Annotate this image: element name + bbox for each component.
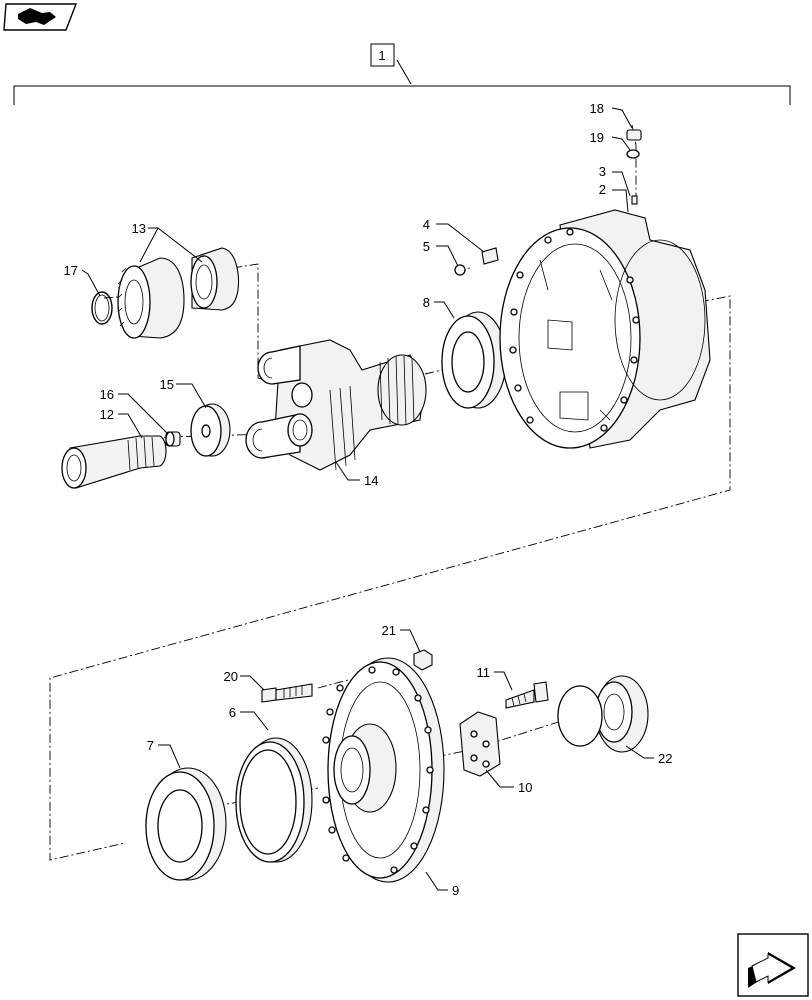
planet-carrier-part-14 xyxy=(245,339,427,471)
callout-16: 16 xyxy=(100,387,114,402)
next-page-icon[interactable] xyxy=(737,933,809,997)
callout-10: 10 xyxy=(518,780,532,795)
o-ring-part-5 xyxy=(454,264,466,276)
callout-19: 19 xyxy=(590,130,604,145)
housing-bolt-holes xyxy=(509,228,640,432)
nut-part-21 xyxy=(413,649,433,671)
cap-part-22 xyxy=(595,675,649,753)
bolt-part-11 xyxy=(505,681,549,709)
callout-13: 13 xyxy=(132,221,146,236)
washer-part-19 xyxy=(626,149,640,159)
callout-2: 2 xyxy=(599,182,606,197)
previous-page-icon[interactable] xyxy=(3,3,78,31)
block-part-10 xyxy=(459,711,501,777)
callout-4: 4 xyxy=(423,217,430,232)
hub-bolt-holes xyxy=(322,666,434,874)
stud-part-20 xyxy=(261,683,313,703)
callout-14: 14 xyxy=(364,473,378,488)
thrust-washer-part-15 xyxy=(190,403,231,457)
pin-part-3 xyxy=(631,195,638,205)
hub-part-9 xyxy=(322,657,445,883)
callout-8: 8 xyxy=(423,295,430,310)
callout-20: 20 xyxy=(224,669,238,684)
seal-part-7 xyxy=(145,767,227,881)
callout-6: 6 xyxy=(229,705,236,720)
plug-part-16 xyxy=(165,431,181,447)
callout-11: 11 xyxy=(477,665,491,680)
ring-part-6 xyxy=(235,737,313,863)
plug-part-18 xyxy=(626,129,642,141)
fitting-part-4 xyxy=(481,247,499,265)
sun-gear-shaft-part-12 xyxy=(61,435,167,489)
seal-part-8 xyxy=(441,311,507,409)
callout-5: 5 xyxy=(423,239,430,254)
assembly-label: 1 xyxy=(378,48,385,63)
assembly-bracket xyxy=(13,43,791,105)
callout-12: 12 xyxy=(100,407,114,422)
snap-ring-part-17 xyxy=(91,291,113,325)
callout-15: 15 xyxy=(160,377,174,392)
housing-part-2 xyxy=(499,209,711,449)
planet-gear-part-13 xyxy=(117,247,240,339)
o-ring-near-cap xyxy=(557,685,603,747)
callout-7: 7 xyxy=(147,738,154,753)
callout-22: 22 xyxy=(658,751,672,766)
callout-21: 21 xyxy=(382,623,396,638)
callout-3: 3 xyxy=(599,164,606,179)
callout-leaders xyxy=(81,107,654,891)
callout-17: 17 xyxy=(64,263,78,278)
callout-18: 18 xyxy=(590,101,604,116)
callout-9: 9 xyxy=(452,883,459,898)
